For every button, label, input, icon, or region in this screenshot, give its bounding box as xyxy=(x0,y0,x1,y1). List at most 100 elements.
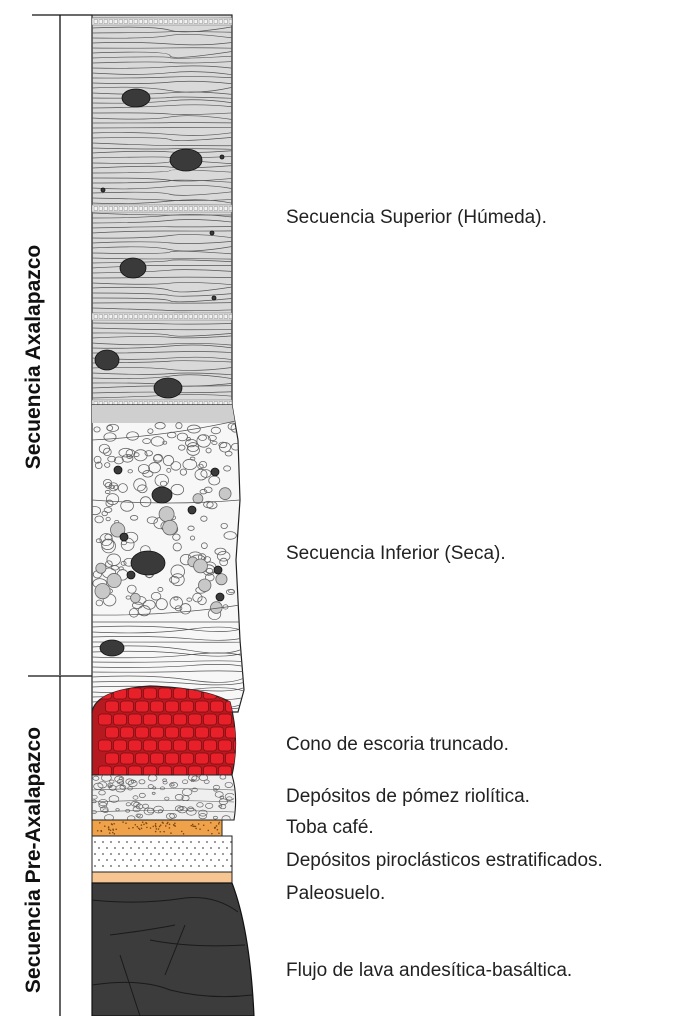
pebble xyxy=(147,428,154,434)
lamina xyxy=(92,636,244,641)
lamina xyxy=(92,332,232,337)
small-clast xyxy=(126,570,136,580)
label-secuencia-superior: Secuencia Superior (Húmeda). xyxy=(286,207,547,228)
pumice-clast xyxy=(182,779,189,784)
pumice-clast xyxy=(186,808,197,816)
pyro-dot xyxy=(106,847,108,849)
pebble xyxy=(199,489,208,495)
lamina xyxy=(92,307,232,312)
inferior-clasts xyxy=(99,465,225,657)
pumice-clast xyxy=(143,807,155,816)
pyro-dot xyxy=(198,841,200,843)
lamina xyxy=(92,664,244,668)
label-secuencia-inferior: Secuencia Inferior (Seca). xyxy=(286,543,506,564)
pyro-dot xyxy=(182,853,184,855)
pumice-grain xyxy=(218,314,223,319)
small-clast xyxy=(219,154,225,160)
pyro-dot xyxy=(110,841,112,843)
pumice-clast xyxy=(119,784,127,790)
pumice-grain xyxy=(173,19,178,24)
layer-piroclasticos xyxy=(91,835,233,873)
lamina xyxy=(92,327,232,331)
pebble xyxy=(189,456,196,461)
toba-dot xyxy=(155,828,158,830)
pumice-grain xyxy=(193,19,198,24)
label-pomez-riolitica: Depósitos de pómez riolítica. xyxy=(286,786,530,807)
pebble xyxy=(118,447,134,458)
pyro-dot xyxy=(138,847,140,849)
pebble xyxy=(127,584,137,594)
scoria-clast xyxy=(233,739,236,752)
lamina xyxy=(92,286,232,293)
pyro-dot xyxy=(166,841,168,843)
pumice-clast xyxy=(213,788,218,792)
pumice-grain xyxy=(213,401,218,405)
toba-dot xyxy=(113,822,115,825)
pumice-grain xyxy=(193,206,198,211)
pumice-clast xyxy=(92,799,97,804)
toba-dot xyxy=(157,828,160,830)
toba-dot xyxy=(207,829,210,832)
pyro-dot xyxy=(98,859,100,861)
pyro-dot xyxy=(146,859,148,861)
scoria-clast xyxy=(128,765,142,775)
scoria-clast xyxy=(210,726,224,739)
pumice-grain xyxy=(98,401,103,405)
scoria-clast xyxy=(195,752,209,765)
lamina xyxy=(92,61,232,64)
toba-dot xyxy=(132,826,134,829)
lava-clast xyxy=(94,349,120,371)
lamina xyxy=(92,115,232,120)
scoria-clast xyxy=(210,700,224,713)
pebble xyxy=(219,557,229,567)
pyro-dot xyxy=(114,847,116,849)
pumice-grain xyxy=(193,314,198,319)
lamina xyxy=(92,675,244,683)
pebble xyxy=(178,444,186,451)
pyro-dot xyxy=(142,841,144,843)
pumice-clast xyxy=(98,799,109,807)
scoria-clast xyxy=(105,726,119,739)
scoria-clast xyxy=(233,765,236,775)
pumice-clast xyxy=(191,775,200,782)
pumice-grain xyxy=(143,19,148,24)
scoria-clast xyxy=(113,713,127,726)
toba-dot xyxy=(163,830,165,833)
pebble xyxy=(148,462,161,474)
pumice-clast xyxy=(125,778,135,785)
scoria-clast xyxy=(233,713,236,726)
lamina xyxy=(92,276,232,279)
pyro-dot xyxy=(110,865,112,867)
pumice-grain xyxy=(198,401,203,405)
pyro-dot xyxy=(206,853,208,855)
gray-pebble xyxy=(192,493,204,505)
toba-dot xyxy=(154,830,157,833)
pyro-dot xyxy=(198,865,200,867)
scoria-clast xyxy=(165,726,179,739)
pumice-grain xyxy=(128,19,133,24)
pebble xyxy=(220,522,228,529)
pumice-clast xyxy=(219,804,227,810)
pebble xyxy=(170,461,182,471)
pebble xyxy=(106,425,114,432)
pumice-grain xyxy=(183,314,188,319)
pyro-dot xyxy=(94,853,96,855)
pebble xyxy=(197,463,204,470)
lamina xyxy=(92,297,232,303)
small-clast xyxy=(210,467,220,477)
pumice-grain xyxy=(173,206,178,211)
pyro-dot xyxy=(194,859,196,861)
pumice-grain xyxy=(118,19,123,24)
pumice-clast xyxy=(125,802,132,807)
toba-dot xyxy=(197,823,200,825)
toba-dot xyxy=(180,830,183,833)
pyro-dot xyxy=(166,853,168,855)
pumice-grain xyxy=(138,401,143,405)
pyro-dot xyxy=(190,853,192,855)
toba-dot xyxy=(128,827,130,830)
pumice-grain xyxy=(118,206,123,211)
pebble xyxy=(127,469,133,474)
lamina xyxy=(92,26,232,33)
toba-dot xyxy=(218,832,220,835)
scoria-clast xyxy=(128,713,142,726)
